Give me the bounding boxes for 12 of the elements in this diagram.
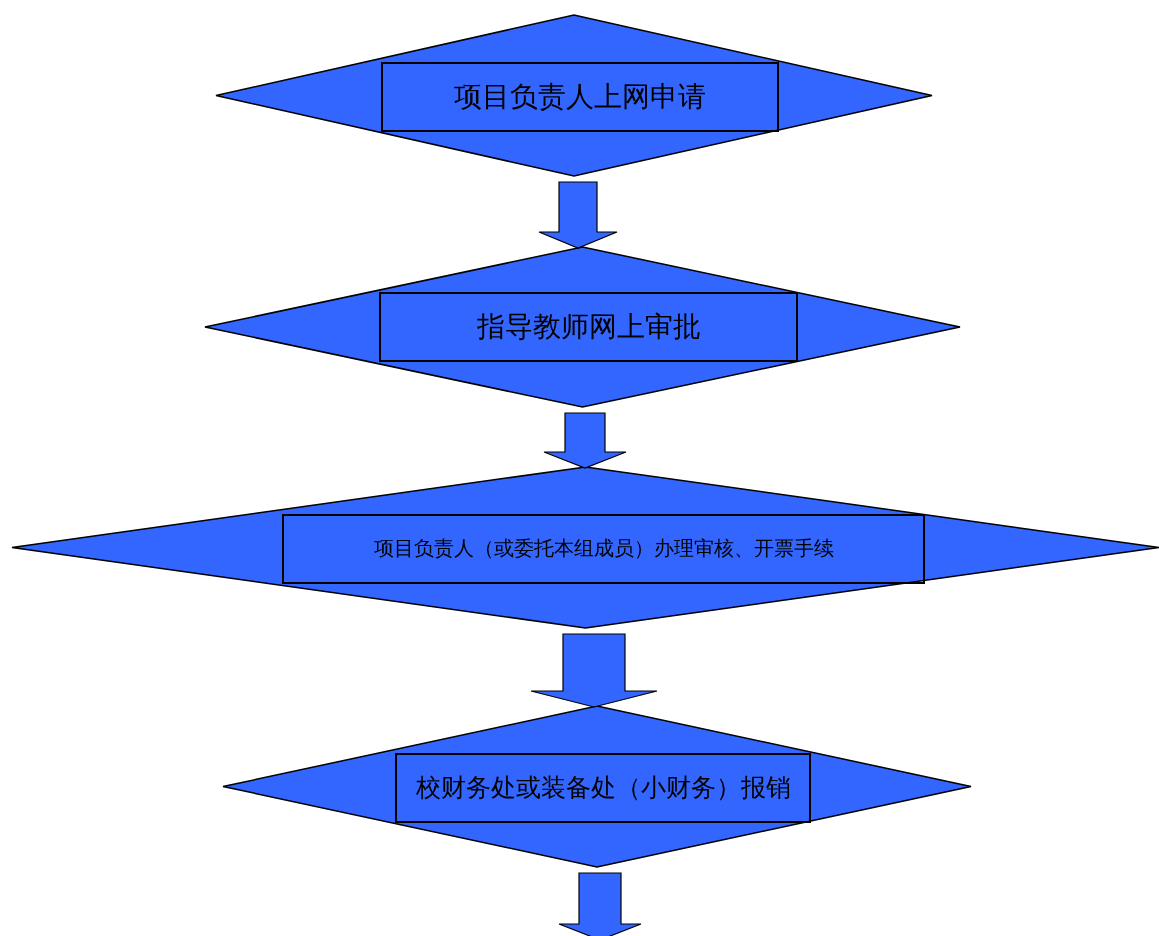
process-box	[395, 752, 811, 823]
step-text: 项目负责人上网申请	[454, 78, 706, 115]
step-text: 项目负责人（或委托本组成员）办理审核、开票手续	[373, 535, 834, 562]
process-box	[379, 292, 798, 362]
process-box	[282, 513, 925, 584]
step-text: 校财务处或装备处（小财务）报销	[415, 772, 791, 804]
block-arrow	[538, 181, 618, 249]
process-box	[381, 61, 779, 132]
step-text: 指导教师网上审批	[476, 309, 701, 345]
block-arrow	[558, 872, 642, 936]
block-arrow	[543, 412, 627, 469]
block-arrow	[530, 633, 658, 708]
